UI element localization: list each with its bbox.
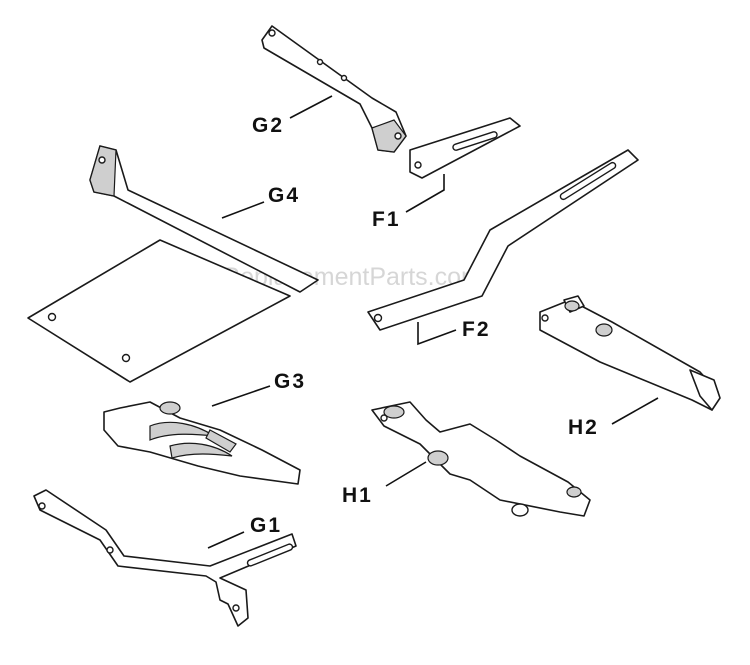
part-g4 bbox=[27, 145, 319, 383]
part-f1 bbox=[409, 117, 521, 179]
label-g4: G4 bbox=[268, 184, 300, 207]
part-h1 bbox=[371, 401, 591, 517]
leader-line-g3 bbox=[211, 385, 271, 407]
label-g1: G1 bbox=[250, 514, 282, 537]
leader-line-h1 bbox=[385, 461, 427, 487]
label-g3: G3 bbox=[274, 370, 306, 393]
label-f2: F2 bbox=[462, 318, 491, 341]
part-g1 bbox=[33, 489, 297, 627]
leader-line-f1 bbox=[405, 174, 445, 213]
leader-line-h2 bbox=[611, 397, 659, 425]
label-f1: F1 bbox=[372, 208, 401, 231]
part-h2 bbox=[539, 295, 721, 411]
part-g3 bbox=[103, 401, 301, 485]
part-f2 bbox=[367, 149, 639, 331]
leader-line-g4 bbox=[221, 201, 265, 219]
leader-line-g1 bbox=[207, 531, 245, 549]
label-h2: H2 bbox=[568, 416, 599, 439]
label-g2: G2 bbox=[252, 114, 284, 137]
part-g2 bbox=[261, 25, 407, 153]
label-h1: H1 bbox=[342, 484, 373, 507]
leader-line-g2 bbox=[289, 95, 333, 119]
leader-line-f2 bbox=[417, 322, 457, 346]
